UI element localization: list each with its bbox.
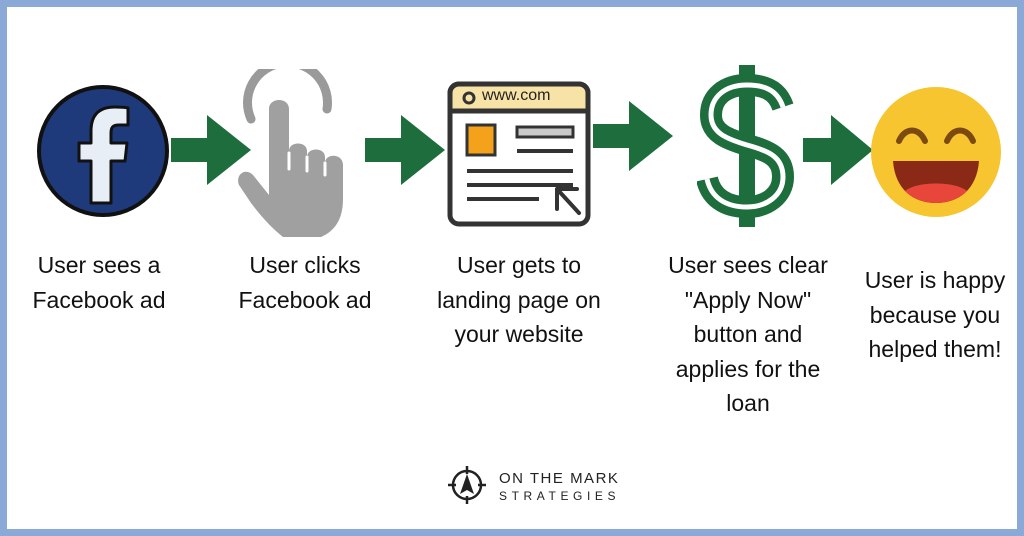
smiling-face-icon [869, 85, 1003, 219]
brand-name: ON THE MARK [499, 470, 620, 487]
step-label-clicks-ad: User clicks Facebook ad [238, 252, 372, 313]
flow-arrow [803, 115, 873, 190]
facebook-logo-icon [35, 83, 171, 219]
browser-window-icon: www.com [447, 81, 591, 227]
flow-arrow [365, 115, 445, 190]
compass-logo-icon [447, 465, 487, 505]
flow-arrow [593, 101, 673, 176]
step-label-landing-page: User gets to landing page on your websit… [437, 252, 601, 347]
url-text: www.com [482, 87, 551, 104]
pointing-hand-icon [235, 58, 355, 239]
dollar-sign-icon [696, 63, 797, 229]
flow-arrow [171, 115, 251, 190]
brand-tagline: STRATEGIES [499, 489, 621, 503]
brand-logo: ON THE MARK STRATEGIES [447, 465, 647, 505]
step-label-sees-ad: User sees a Facebook ad [32, 252, 166, 313]
step-label-user-happy: User is happy because you helped them! [864, 267, 1006, 362]
step-label-apply-now: User sees clear "Apply Now" button and a… [668, 252, 828, 416]
